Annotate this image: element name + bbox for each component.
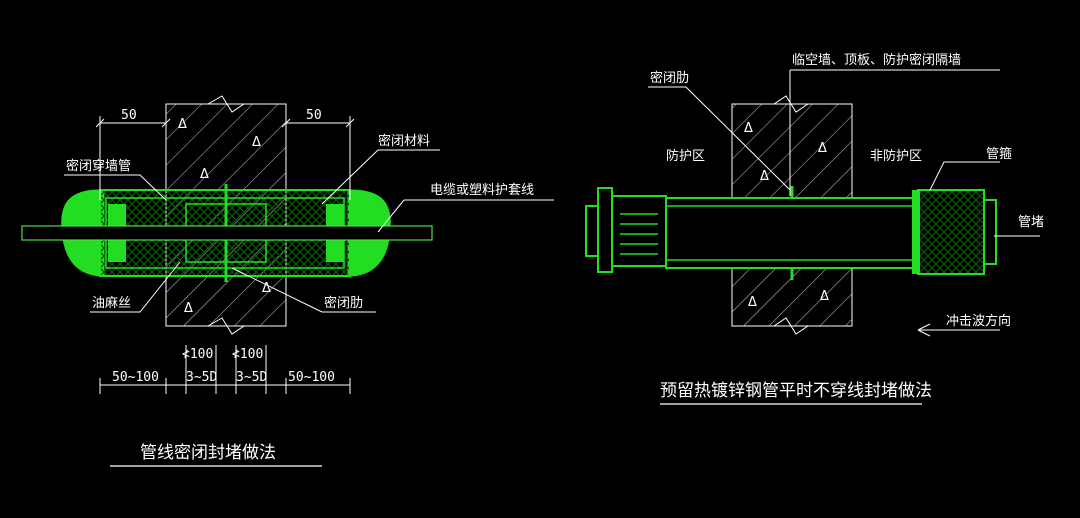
left-label-sleeve: 密闭穿墙管: [66, 158, 131, 174]
svg-text:Δ: Δ: [820, 289, 829, 304]
right-title: 预留热镀锌钢管平时不穿线封堵做法: [660, 381, 932, 401]
right-label-nonprotect: 非防护区: [870, 148, 922, 164]
right-label-wave: 冲击波方向: [946, 313, 1011, 329]
left-label-material: 密闭材料: [378, 133, 430, 149]
right-leaders: [648, 69, 1040, 337]
svg-text:Δ: Δ: [744, 121, 753, 136]
right-pipe-plug: [585, 187, 667, 273]
left-label-oakum: 油麻丝: [92, 296, 131, 311]
left-label-cable: 电缆或塑料护套线: [430, 182, 534, 198]
svg-text:Δ: Δ: [252, 135, 261, 150]
left-dim-bottom-1: 50~100: [112, 370, 159, 385]
left-detail: Δ Δ Δ Δ Δ: [21, 95, 554, 467]
right-label-plug: 管堵: [1018, 215, 1044, 230]
left-cable: [21, 225, 433, 241]
left-bottom-dims: [99, 345, 351, 394]
left-dim-bottom-3: 3~5D: [236, 370, 267, 385]
svg-text:Δ: Δ: [748, 295, 757, 310]
svg-text:Δ: Δ: [262, 281, 271, 296]
svg-text:Δ: Δ: [760, 169, 769, 184]
left-dim-top-right: 50: [306, 108, 322, 123]
left-dim-bottom-4: 50~100: [288, 370, 335, 385]
svg-text:Δ: Δ: [818, 141, 827, 156]
left-dim-bottom-2: 3~5D: [186, 370, 217, 385]
left-leaders: [64, 149, 554, 313]
left-dim-stack-2: ≮100: [232, 347, 263, 362]
right-label-cap: 管箍: [986, 146, 1012, 162]
left-top-dims: [95, 116, 355, 200]
right-steel-pipe: [665, 186, 919, 280]
right-coupling: [912, 189, 997, 275]
left-dim-stack-1: ≮100: [182, 347, 213, 362]
right-label-rib: 密闭肋: [650, 70, 689, 86]
right-detail: Δ Δ Δ Δ Δ: [585, 69, 1040, 405]
svg-text:Δ: Δ: [184, 301, 193, 316]
svg-text:Δ: Δ: [200, 167, 209, 182]
left-dim-top-left: 50: [121, 108, 137, 123]
right-label-wall: 临空墙、顶板、防护密闭隔墙: [792, 52, 961, 68]
right-label-protect: 防护区: [666, 148, 705, 164]
svg-text:Δ: Δ: [178, 117, 187, 132]
left-label-rib: 密闭肋: [324, 295, 363, 311]
left-title: 管线密闭封堵做法: [140, 443, 276, 463]
